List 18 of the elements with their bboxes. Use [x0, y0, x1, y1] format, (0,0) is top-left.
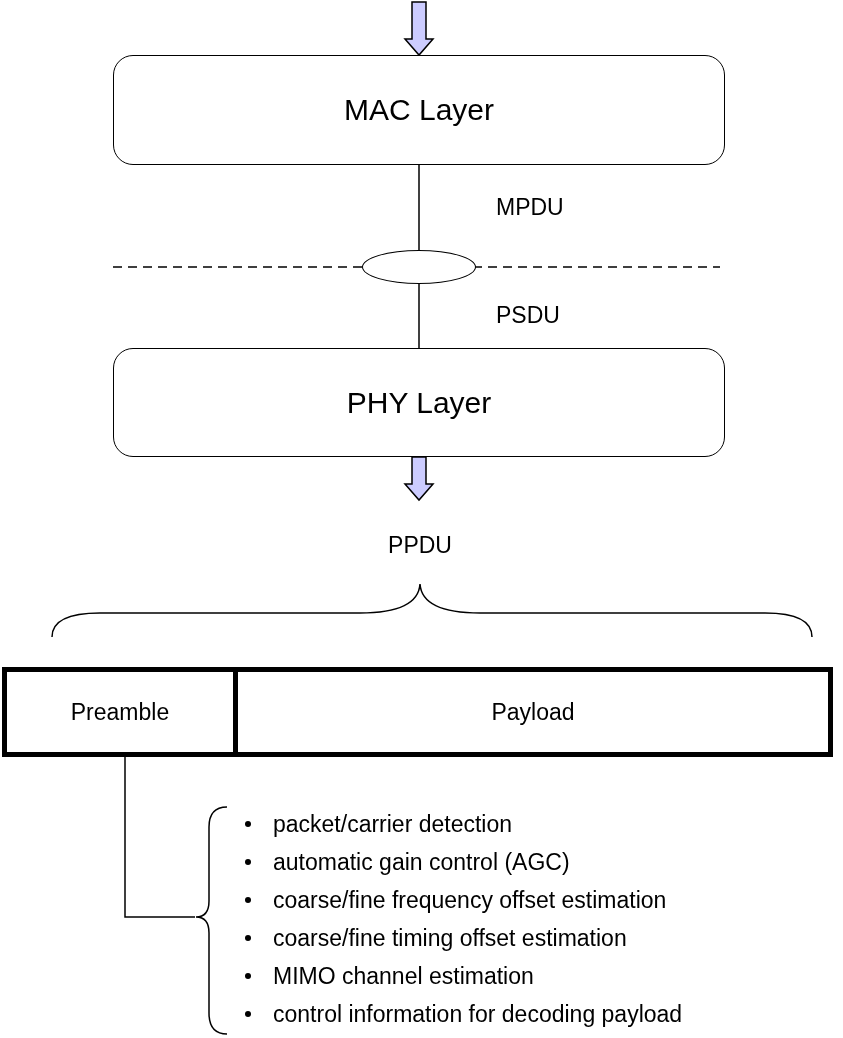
list-item: coarse/fine timing offset estimation	[273, 924, 627, 952]
layer-name: MAC Layer	[343, 93, 494, 127]
list-item: automatic gain control (AGC)	[273, 848, 570, 876]
block-arrow	[403, 456, 435, 502]
field-name: Preamble	[70, 698, 170, 726]
leader-line	[124, 756, 196, 918]
connector-line	[418, 164, 420, 251]
list-item: control information for decoding payload	[273, 1000, 683, 1028]
connector-line	[418, 283, 420, 349]
list-item: MIMO channel estimation	[273, 962, 534, 990]
list-item: packet/carrier detection	[273, 810, 513, 838]
layer-box	[113, 348, 725, 457]
layer-name: PHY Layer	[346, 385, 492, 420]
layer-box	[113, 55, 725, 165]
field-name: Payload	[491, 698, 575, 726]
list-item: coarse/fine frequency offset estimation	[273, 886, 667, 914]
block-arrow	[403, 1, 435, 57]
frame-name: PPDU	[388, 531, 452, 559]
